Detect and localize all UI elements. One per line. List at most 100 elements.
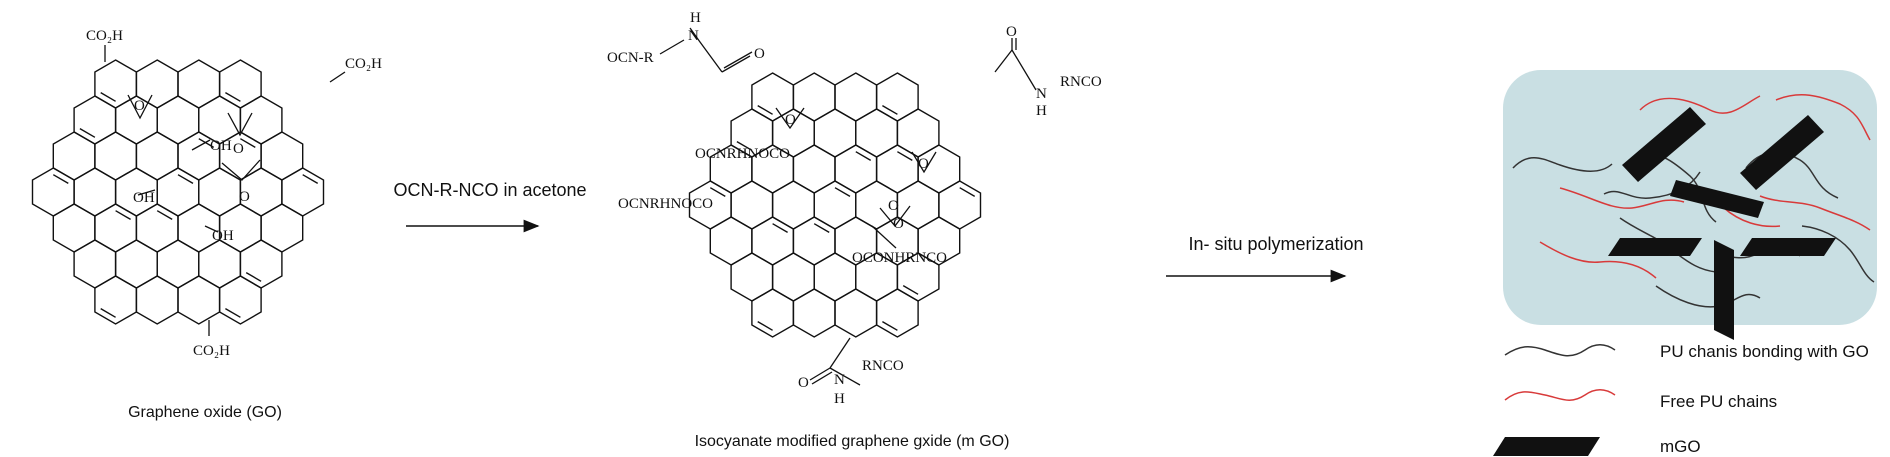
mgo-rnco-right: RNCO [1060,74,1102,90]
mgo-o-top: O [754,46,765,62]
composite-panel [1503,70,1877,340]
hex-ring [938,180,982,230]
double-bond [156,210,173,221]
double-bond [52,174,69,185]
double-bond [225,91,241,102]
double-bond [198,138,215,149]
hex-ring [896,108,940,158]
hex-ring [114,239,158,289]
double-bond [709,187,726,198]
double-bond [736,140,753,151]
go-oh-label-1: OH [210,138,232,154]
reaction-step-2: In- situ polymerization [1166,234,1364,283]
hex-ring [260,203,304,253]
hex-ring [260,131,304,181]
hex-ring [709,216,753,266]
hex-ring [135,131,179,181]
double-bond [902,284,919,295]
legend-item-free: Free PU chains [1504,389,1777,411]
double-bond [177,174,194,185]
hex-ring [813,108,857,158]
hex-ring [730,252,774,302]
hex-ring [834,288,878,338]
legend-free-swatch [1504,389,1616,401]
go-co2h-bottom: CO₂H [193,343,230,359]
mgo-h-top: H [690,10,701,26]
hex-ring [135,275,179,325]
hex-ring [156,239,200,289]
hex-ring [813,252,857,302]
hex-ring [239,95,283,145]
hex-ring [834,72,878,122]
legend-item-mgo: mGO [1493,437,1701,456]
mgo-ocnrhnoco-2: OCNRHNOCO [618,196,713,212]
double-bond [245,271,262,282]
mgo-h-bottom: H [834,391,845,407]
hex-ring [94,131,138,181]
go-oh-label-2: OH [133,190,155,206]
mgo-ocn-r: OCN-R [607,50,654,66]
go-o-label-2: O [233,141,244,157]
mgo-o-right: O [1006,24,1017,40]
reaction-step-2-label: In- situ polymerization [1188,234,1363,254]
legend-mgo-label: mGO [1660,437,1701,456]
legend-free-label: Free PU chains [1660,392,1777,411]
hex-ring [198,239,242,289]
double-bond [855,151,872,162]
double-bond [959,187,976,198]
hex-ring [198,167,242,217]
legend: PU chanis bonding with GO Free PU chains… [1493,342,1869,456]
double-bond [115,210,131,221]
go-o-label-3: O [239,189,250,205]
mgo-o-label-1: O [785,112,796,128]
mgo-o-label-3: O [888,198,899,214]
go-structure: CO₂H CO₂H CO₂H O O O OH OH OH Graphene o… [31,28,382,421]
go-oh-label-3: OH [212,228,234,244]
hex-ring [281,167,325,217]
mgo-n-bottom: N [834,372,845,388]
mgo-caption: Isocyanate modified graphene gxide (m GO… [695,433,1010,450]
double-bond [882,104,898,115]
mgo-flakes [1608,107,1836,340]
mgo-side-chains [659,27,1037,386]
reaction-step-1: OCN-R-NCO in acetone [393,180,587,233]
hex-ring [52,131,96,181]
go-bridge-bonds [127,94,261,233]
legend-mgo-swatch [1493,437,1600,456]
double-bond [100,307,116,318]
reaction-step-1-label: OCN-R-NCO in acetone [393,180,586,200]
double-bond [757,320,773,331]
double-bond [772,223,788,234]
double-bond [757,104,773,115]
double-bond [813,223,830,234]
hex-ring [177,275,221,325]
double-bond [834,187,851,198]
hex-ring [73,239,117,289]
hex-ring [198,95,242,145]
go-o-label-1: O [134,98,145,114]
mgo-o-bottom: O [798,375,809,391]
double-bond [225,307,241,318]
mgo-ocnrhnoco-1: OCNRHNOCO [695,146,790,162]
hex-ring [730,180,774,230]
hex-ring [771,252,815,302]
hex-ring [156,95,200,145]
legend-bonded-swatch [1504,344,1616,357]
hex-ring [73,167,117,217]
mgo-o-label-2: O [918,156,929,172]
go-co2h-top-left: CO₂H [86,28,123,44]
mgo-rnco-bottom: RNCO [862,358,904,374]
double-bond [100,91,116,102]
go-hex-lattice [31,59,325,325]
double-bond [897,151,913,162]
hex-ring [52,203,96,253]
double-bond [882,320,898,331]
double-bond [302,174,319,185]
double-bond [79,127,96,138]
free-pu-chains [1539,94,1871,279]
legend-item-bonded: PU chanis bonding with GO [1504,342,1869,361]
hex-ring [792,144,836,194]
double-bond [240,138,256,149]
